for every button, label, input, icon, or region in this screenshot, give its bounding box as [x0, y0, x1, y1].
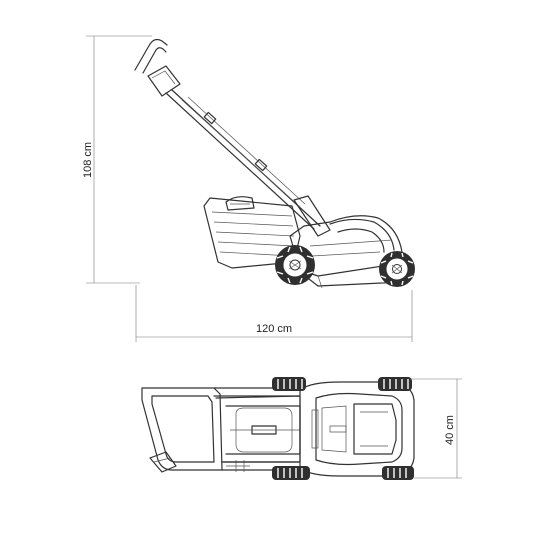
length-label: 120 cm: [256, 323, 292, 335]
length-dimension: 120 cm: [135, 285, 413, 342]
top-left-wheel: [272, 377, 306, 391]
width-label: 40 cm: [444, 415, 456, 445]
bottom-right-wheel: [382, 466, 414, 480]
top-view-mower-icon: [141, 377, 415, 480]
side-view-mower-icon: [134, 38, 415, 289]
top-right-wheel: [378, 377, 412, 391]
height-label: 108 cm: [82, 142, 94, 178]
height-dimension: 108 cm: [82, 35, 152, 284]
width-dimension: 40 cm: [410, 378, 462, 479]
bottom-left-wheel: [272, 466, 310, 480]
